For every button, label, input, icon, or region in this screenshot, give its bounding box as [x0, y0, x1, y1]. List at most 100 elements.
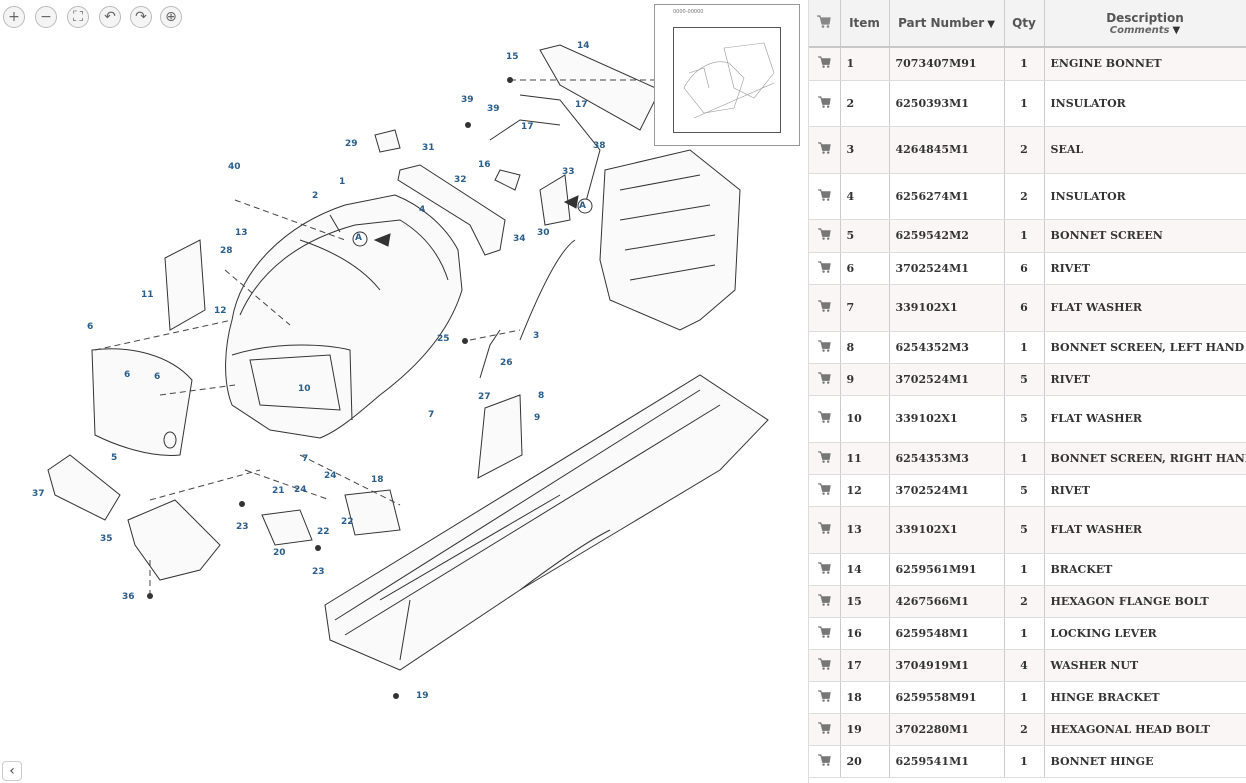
- part-callout-6[interactable]: 6: [154, 372, 161, 382]
- part-callout-12[interactable]: 12: [214, 306, 227, 316]
- part-callout-8[interactable]: 8: [538, 391, 545, 401]
- zoom-in-button[interactable]: +: [3, 6, 25, 28]
- part-callout-33[interactable]: 33: [562, 167, 575, 177]
- part-callout-23[interactable]: 23: [236, 522, 249, 532]
- description-column-header[interactable]: Description Comments▼: [1044, 0, 1246, 48]
- part-callout-15[interactable]: 15: [506, 52, 519, 62]
- part-callout-9[interactable]: 9: [534, 413, 541, 423]
- part-callout-7[interactable]: 7: [302, 454, 309, 464]
- add-to-cart-button[interactable]: [809, 553, 841, 586]
- add-to-cart-button[interactable]: [809, 745, 841, 778]
- add-to-cart-button[interactable]: [809, 331, 841, 364]
- part-callout-40[interactable]: 40: [228, 162, 241, 172]
- add-to-cart-button[interactable]: [809, 713, 841, 746]
- part-callout-31[interactable]: 31: [422, 143, 435, 153]
- part-callout-29[interactable]: 29: [345, 139, 358, 149]
- part-number-column-header[interactable]: Part Number▼: [889, 0, 1005, 48]
- add-to-cart-button[interactable]: [809, 474, 841, 507]
- add-to-cart-button[interactable]: [809, 173, 841, 220]
- part-callout-3[interactable]: 3: [533, 331, 540, 341]
- part-callout-14[interactable]: 14: [577, 41, 590, 51]
- add-to-cart-button[interactable]: [809, 219, 841, 253]
- fit-to-screen-button[interactable]: ⛶: [67, 6, 89, 28]
- part-callout-38[interactable]: 38: [593, 141, 606, 151]
- part-callout-18[interactable]: 18: [371, 475, 384, 485]
- rotate-left-button[interactable]: ↶: [99, 6, 121, 28]
- part-callout-6[interactable]: 6: [124, 370, 131, 380]
- part-callout-21[interactable]: 21: [272, 486, 285, 496]
- add-to-cart-button[interactable]: [809, 47, 841, 81]
- part-callout-32[interactable]: 32: [454, 175, 467, 185]
- part-callout-39[interactable]: 39: [487, 104, 500, 114]
- filter-icon[interactable]: ▼: [1172, 24, 1181, 36]
- part-callout-7[interactable]: 7: [428, 410, 435, 420]
- add-to-cart-button[interactable]: [809, 126, 841, 174]
- part-callout-20[interactable]: 20: [273, 548, 286, 558]
- part-callout-A[interactable]: A: [355, 233, 362, 243]
- collapse-panel-button[interactable]: ‹: [2, 761, 22, 781]
- zoom-out-button[interactable]: −: [35, 6, 57, 28]
- qty-column-header[interactable]: Qty: [1004, 0, 1045, 48]
- overview-thumbnail[interactable]: 0000-00000: [654, 4, 800, 146]
- part-callout-35[interactable]: 35: [100, 534, 113, 544]
- item-column-header[interactable]: Item: [840, 0, 890, 48]
- part-callout-22[interactable]: 22: [341, 517, 354, 527]
- part-callout-10[interactable]: 10: [298, 384, 311, 394]
- part-callout-37[interactable]: 37: [32, 489, 45, 499]
- part-callout-16[interactable]: 16: [478, 160, 491, 170]
- part-callout-26[interactable]: 26: [500, 358, 513, 368]
- part-callout-13[interactable]: 13: [235, 228, 248, 238]
- add-to-cart-button[interactable]: [809, 442, 841, 475]
- part-callout-4[interactable]: 4: [419, 205, 426, 215]
- part-callout-34[interactable]: 34: [513, 234, 526, 244]
- part-callout-24[interactable]: 24: [324, 471, 337, 481]
- part-callout-5[interactable]: 5: [111, 453, 118, 463]
- thumbnail-viewport[interactable]: [673, 27, 781, 133]
- part-callout-6[interactable]: 6: [87, 322, 94, 332]
- part-callout-36[interactable]: 36: [122, 592, 135, 602]
- filter-icon[interactable]: ▼: [987, 19, 995, 30]
- add-to-cart-button[interactable]: [809, 649, 841, 682]
- add-to-cart-button[interactable]: [809, 681, 841, 714]
- add-to-cart-button[interactable]: [809, 284, 841, 332]
- target-button[interactable]: ⊕: [160, 6, 182, 28]
- add-to-cart-button[interactable]: [809, 506, 841, 554]
- part-callout-39[interactable]: 39: [461, 95, 474, 105]
- add-to-cart-button[interactable]: [809, 363, 841, 396]
- part-callout-23[interactable]: 23: [312, 567, 325, 577]
- add-to-cart-button[interactable]: [809, 80, 841, 127]
- part-callout-25[interactable]: 25: [437, 334, 450, 344]
- rotate-right-button[interactable]: ↷: [130, 6, 152, 28]
- part-callout-30[interactable]: 30: [537, 228, 550, 238]
- part-callout-17[interactable]: 17: [575, 100, 588, 110]
- part-callout-A[interactable]: A: [579, 201, 586, 211]
- part-callout-17[interactable]: 17: [521, 122, 534, 132]
- part-callout-11[interactable]: 11: [141, 290, 154, 300]
- add-to-cart-button[interactable]: [809, 395, 841, 443]
- part-callout-19[interactable]: 19: [416, 691, 429, 701]
- add-to-cart-button[interactable]: [809, 617, 841, 650]
- part-callout-1[interactable]: 1: [339, 177, 346, 187]
- part-callout-27[interactable]: 27: [478, 392, 491, 402]
